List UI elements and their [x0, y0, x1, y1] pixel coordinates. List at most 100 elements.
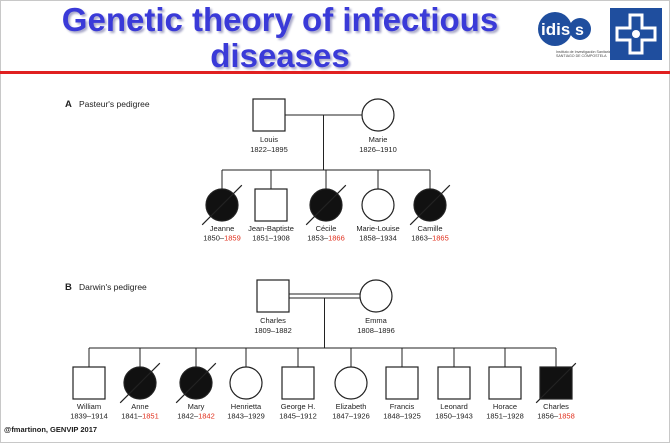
child-jean-baptiste-death-year: 1908: [273, 234, 290, 243]
child-george-h-birth-year: 1845–: [279, 412, 301, 421]
child-george-h-name: George H.: [281, 402, 316, 411]
child-leonard-death-year: 1943: [456, 412, 473, 421]
child-george-h-death-year: 1912: [300, 412, 317, 421]
child-jeanne-deceased-slash: [201, 184, 243, 226]
child-mary-birth-year: 1842–: [177, 412, 199, 421]
child-marie-louise-years: 1858–1934: [359, 234, 397, 243]
parent-emma-female-symbol: [359, 279, 393, 313]
child-anne-deceased-slash: [119, 362, 161, 404]
child-marie-louise-female-symbol: [361, 188, 395, 222]
child-c-cile-name: Cécile: [316, 224, 337, 233]
child-horace-name: Horace: [493, 402, 517, 411]
child-francis-years: 1848–1925: [383, 412, 421, 421]
darwin-heading: Darwin's pedigree: [79, 282, 147, 292]
child-william-birth-year: 1839–: [70, 412, 92, 421]
child-jean-baptiste-male-symbol: [254, 188, 288, 222]
credit-text: @fmartinon, GENVIP 2017: [4, 425, 98, 434]
child-marie-louise-death-year: 1934: [380, 234, 397, 243]
health-cross-logo: [610, 8, 662, 60]
child-george-h-male-symbol: [281, 366, 315, 400]
child-henrietta-death-year: 1929: [248, 412, 265, 421]
pasteur-pedigree: A Pasteur's pedigree Louis1822–1895Marie…: [65, 98, 451, 243]
darwin-pedigree: B Darwin's pedigree Charles1809–1882Emma…: [65, 279, 577, 421]
child-c-cile-deceased-slash: [305, 184, 347, 226]
child-mary-deceased-slash: [175, 362, 217, 404]
child-francis-birth-year: 1848–: [383, 412, 405, 421]
child-elizabeth-birth-year: 1847–: [332, 412, 354, 421]
idis-logo: idis s: [536, 8, 606, 66]
child-francis-name: Francis: [390, 402, 415, 411]
child-c-cile-death-year: 1866: [328, 234, 345, 243]
idis-logo-text: idis: [541, 20, 570, 39]
child-charles-name: Charles: [543, 402, 569, 411]
svg-text:s: s: [575, 22, 584, 39]
child-camille-birth-year: 1863–: [411, 234, 433, 243]
child-anne-death-year: 1851: [142, 412, 159, 421]
child-leonard-birth-year: 1850–: [435, 412, 457, 421]
child-anne-name: Anne: [131, 402, 149, 411]
child-c-cile-birth-year: 1853–: [307, 234, 329, 243]
parent-name: Charles: [260, 316, 286, 325]
child-camille-years: 1863–1865: [411, 234, 449, 243]
child-horace-male-symbol: [488, 366, 522, 400]
child-jeanne-birth-year: 1850–: [203, 234, 225, 243]
pasteur-heading-letter: A: [65, 99, 72, 110]
child-marie-louise-birth-year: 1858–: [359, 234, 381, 243]
slide-title-line-1: Genetic theory of infectious: [61, 1, 499, 38]
child-horace-birth-year: 1851–: [486, 412, 508, 421]
child-charles-deceased-slash: [535, 362, 577, 404]
child-jeanne-name: Jeanne: [210, 224, 235, 233]
child-camille-death-year: 1865: [432, 234, 449, 243]
child-anne-years: 1841–1851: [121, 412, 159, 421]
child-elizabeth-name: Elizabeth: [336, 402, 367, 411]
darwin-heading-letter: B: [65, 282, 72, 293]
child-william-death-year: 1914: [91, 412, 108, 421]
child-charles-birth-year: 1856–: [537, 412, 559, 421]
child-elizabeth-years: 1847–1926: [332, 412, 370, 421]
child-henrietta-birth-year: 1843–: [227, 412, 249, 421]
child-jeanne-death-year: 1859: [224, 234, 241, 243]
child-charles-death-year: 1858: [558, 412, 575, 421]
parent-charles-male-symbol: [256, 279, 290, 313]
child-horace-death-year: 1928: [507, 412, 524, 421]
idis-subtitle: Instituto de Investigación Sanitaria SAN…: [556, 50, 616, 58]
child-c-cile-years: 1853–1866: [307, 234, 345, 243]
child-henrietta-name: Henrietta: [231, 402, 262, 411]
child-marie-louise-name: Marie-Louise: [356, 224, 399, 233]
slide-title-line-2: diseases: [210, 37, 350, 74]
child-elizabeth-female-symbol: [334, 366, 368, 400]
child-jean-baptiste-birth-year: 1851–: [252, 234, 274, 243]
accent-divider: [0, 71, 670, 74]
child-anne-birth-year: 1841–: [121, 412, 143, 421]
slide-title: Genetic theory of infectious diseases: [0, 2, 560, 74]
child-george-h-years: 1845–1912: [279, 412, 317, 421]
child-francis-death-year: 1925: [404, 412, 421, 421]
child-elizabeth-death-year: 1926: [353, 412, 370, 421]
child-mary-death-year: 1842: [198, 412, 215, 421]
parent-name: Emma: [365, 316, 387, 325]
idis-subtitle-line-2: SANTIAGO DE COMPOSTELA: [556, 54, 607, 58]
parent-years: 1822–1895: [250, 145, 288, 154]
idis-subtitle-line-1: Instituto de Investigación Sanitaria: [556, 50, 611, 54]
child-horace-years: 1851–1928: [486, 412, 524, 421]
child-jean-baptiste-years: 1851–1908: [252, 234, 290, 243]
child-william-name: William: [77, 402, 101, 411]
child-jean-baptiste-name: Jean-Baptiste: [248, 224, 294, 233]
parent-name: Marie: [369, 135, 388, 144]
child-francis-male-symbol: [385, 366, 419, 400]
child-mary-name: Mary: [188, 402, 205, 411]
parent-years: 1809–1882: [254, 326, 292, 335]
parent-marie-female-symbol: [361, 98, 395, 132]
parent-years: 1808–1896: [357, 326, 395, 335]
child-william-years: 1839–1914: [70, 412, 108, 421]
child-leonard-name: Leonard: [440, 402, 468, 411]
child-leonard-male-symbol: [437, 366, 471, 400]
child-leonard-years: 1850–1943: [435, 412, 473, 421]
parent-years: 1826–1910: [359, 145, 397, 154]
parent-louis-male-symbol: [252, 98, 286, 132]
pasteur-heading: Pasteur's pedigree: [79, 99, 150, 109]
child-charles-years: 1856–1858: [537, 412, 575, 421]
child-henrietta-female-symbol: [229, 366, 263, 400]
child-camille-name: Camille: [417, 224, 442, 233]
child-henrietta-years: 1843–1929: [227, 412, 265, 421]
